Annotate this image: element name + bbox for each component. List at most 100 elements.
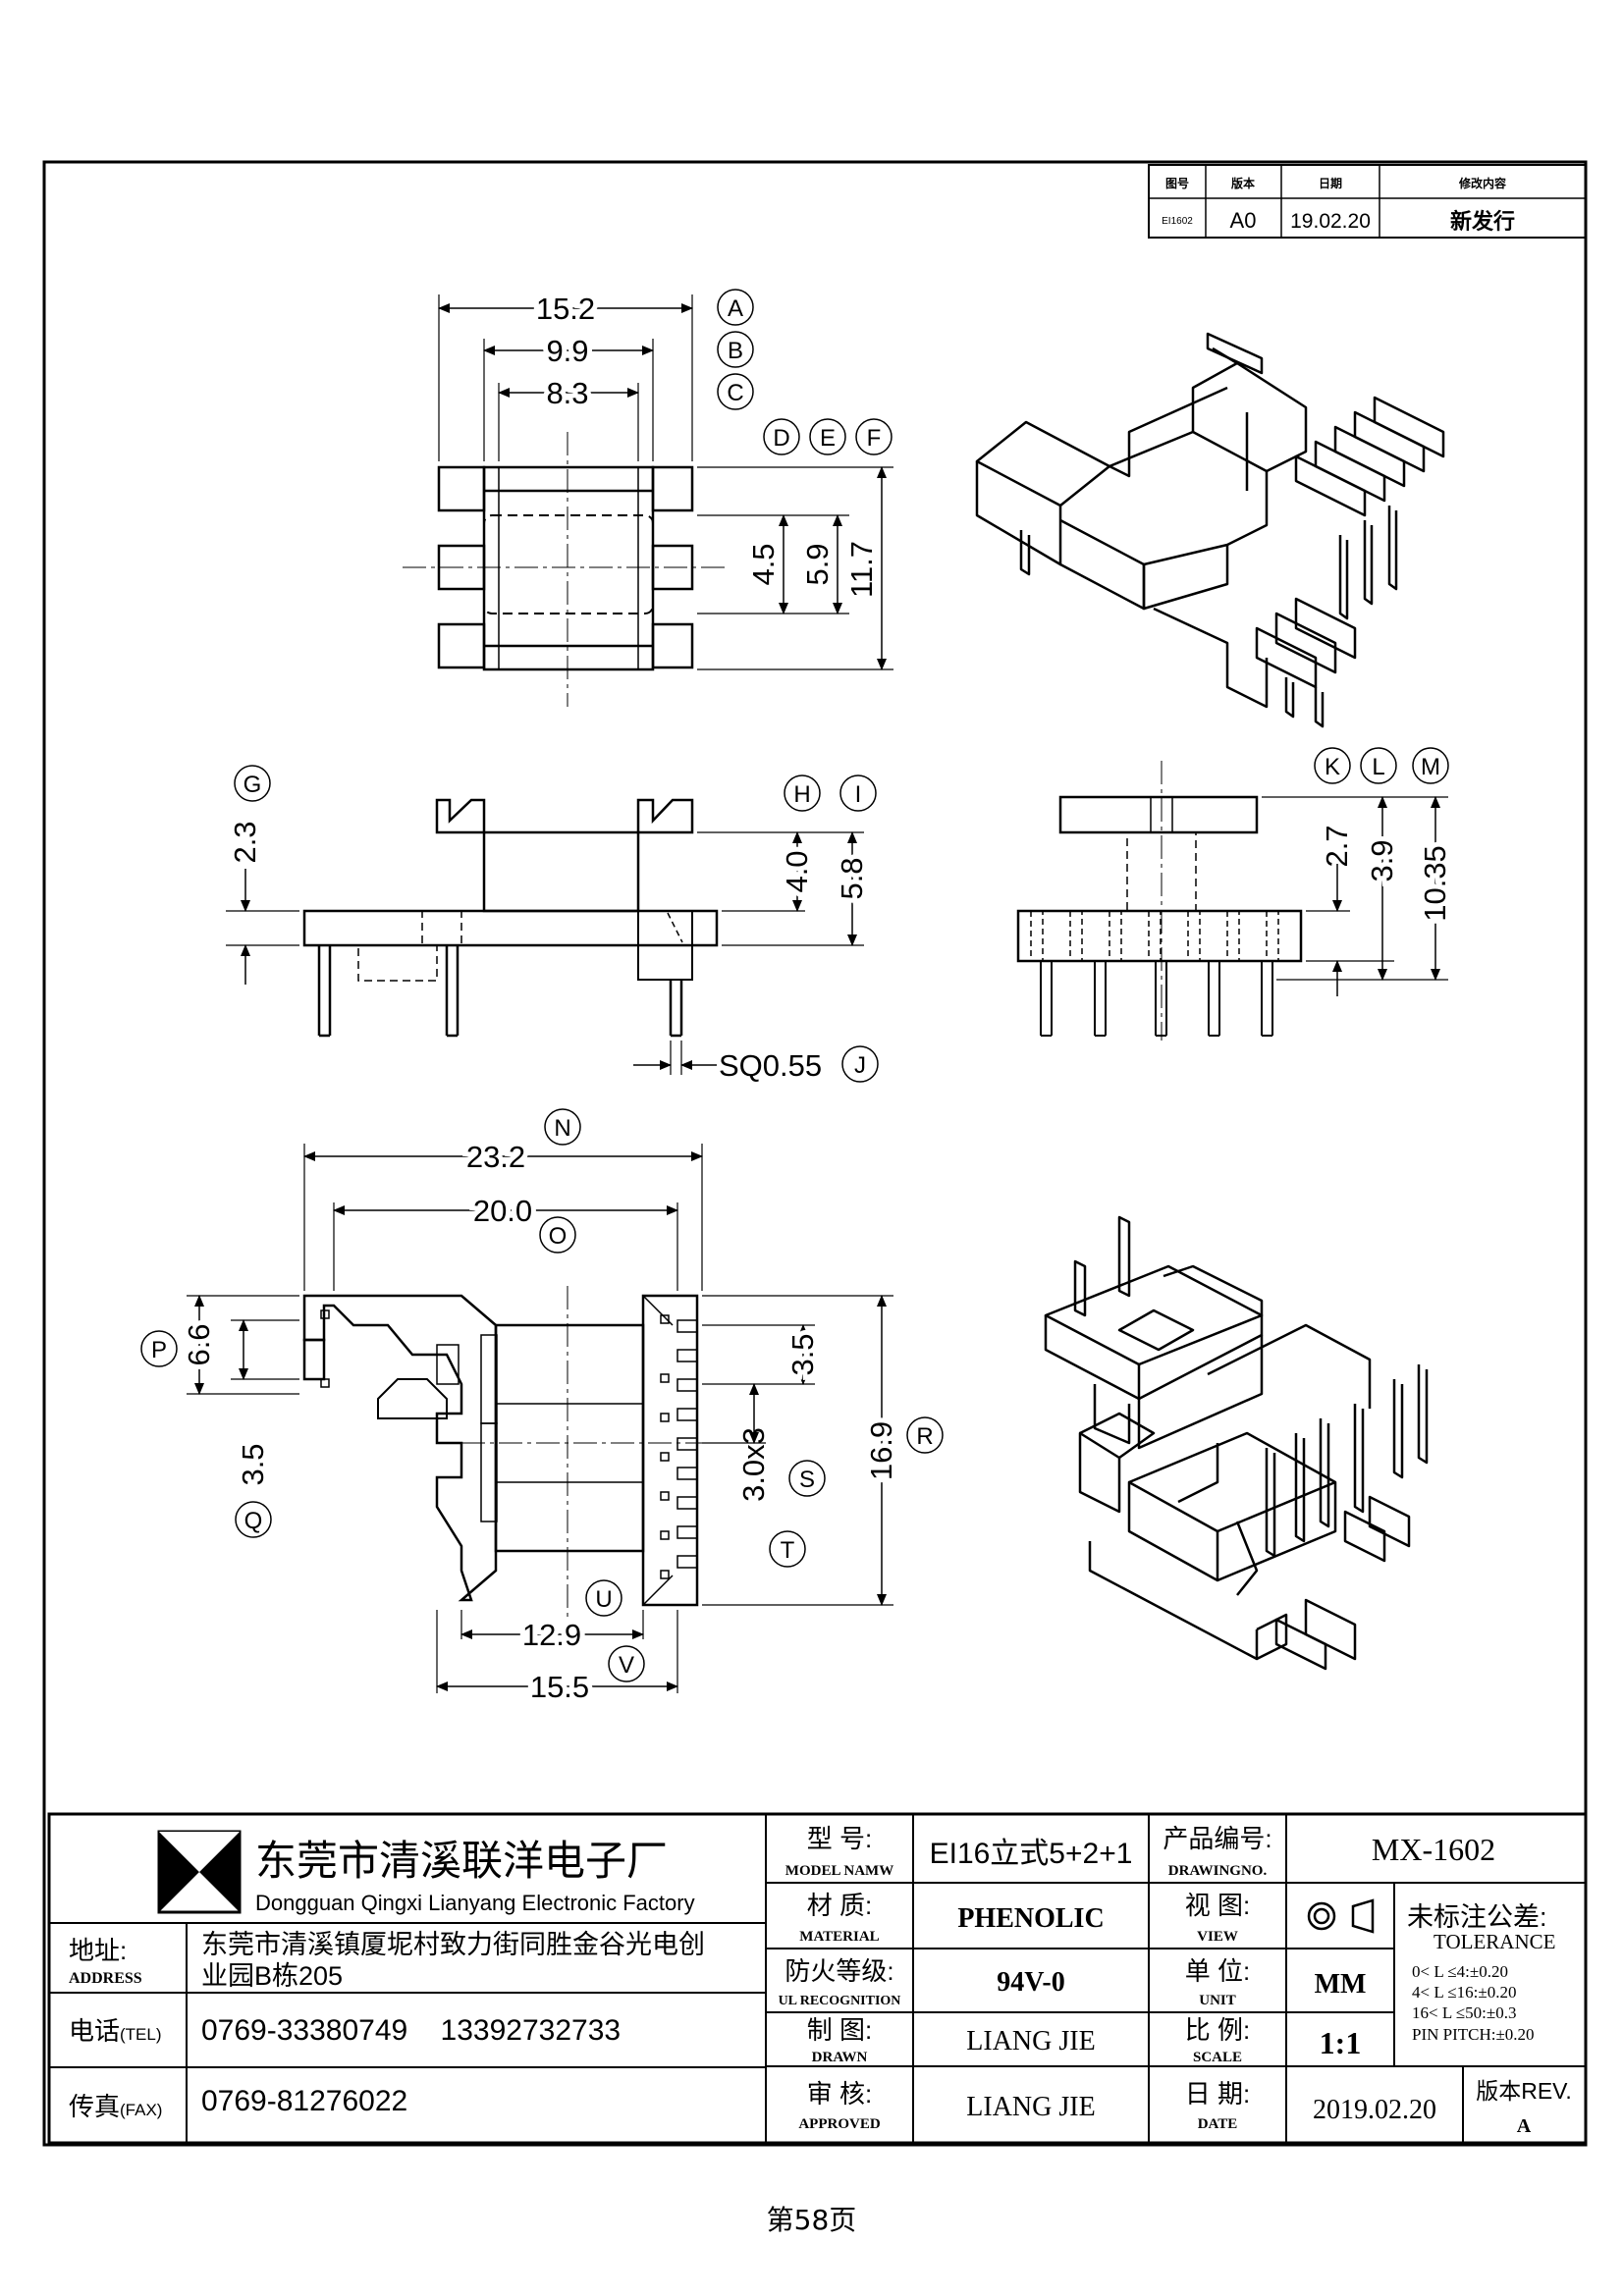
address-line-1: 东莞市清溪镇厦坭村致力街同胜金谷光电创 [201,1930,705,1959]
rev-cell-drawing-no: EI1602 [1162,216,1193,227]
marker-o: O [549,1223,568,1250]
date-label-en: DATE [1198,2116,1238,2132]
dim-12-9: 12.9 [522,1618,581,1652]
marker-t: T [781,1537,795,1564]
page-number: 第58页 [766,2204,857,2236]
marker-a: A [728,295,743,322]
dim-6-6: 6.6 [182,1323,216,1365]
date-value: 2019.02.20 [1313,2095,1436,2125]
dim-4-5: 4.5 [746,543,781,585]
side-view [1016,761,1448,1041]
title-block [47,1812,1588,2145]
rev-cell-change: 新发行 [1450,209,1515,234]
dim-3-5-right: 3.5 [785,1333,820,1375]
company-name-cn: 东莞市清溪联洋电子厂 [255,1838,668,1884]
flame-label-cn: 防火等级: [784,1956,893,1986]
model-label-cn: 型 号: [807,1824,872,1853]
dim-5-8: 5.8 [835,857,869,899]
drawn-label-cn: 制 图: [807,2015,872,2045]
company-logo [157,1830,242,1914]
address-label-cn: 地址: [69,1936,127,1965]
marker-s: S [799,1467,815,1493]
dim-10-35: 10.35 [1418,845,1452,922]
dim-9-9: 9.9 [546,334,588,368]
dim-2-7: 2.7 [1320,825,1354,867]
bottom-view [187,1144,893,1693]
dim-15-5: 15.5 [530,1670,589,1704]
top-markers [717,289,893,455]
top-view [403,294,893,707]
drawing-no-label-cn: 产品编号: [1163,1824,1271,1853]
rev-value: A [1517,2115,1532,2137]
dim-5-9: 5.9 [800,543,835,585]
dim-3-9: 3.9 [1365,839,1399,881]
isometric-view-bottom [1044,1215,1429,1671]
marker-d: D [773,425,789,452]
rev-cell-version: A0 [1230,208,1257,233]
dim-2-3: 2.3 [228,821,262,863]
approved-value: LIANG JIE [966,2092,1095,2122]
approved-label-en: APPROVED [798,2116,880,2132]
marker-n: N [554,1115,570,1142]
dim-15-2: 15.2 [536,292,595,326]
marker-j: J [854,1052,866,1079]
marker-u: U [595,1586,612,1613]
date-label-cn: 日 期: [1185,2079,1250,2109]
tolerance-title-cn: 未标注公差: [1407,1902,1547,1932]
rev-header-version: 版本 [1231,176,1255,190]
unit-label-en: UNIT [1199,1993,1236,2008]
view-label-en: VIEW [1197,1929,1238,1945]
unit-value: MM [1315,1969,1367,2000]
rev-cell-date: 19.02.20 [1290,210,1371,233]
dim-sq0-55: SQ0.55 [719,1048,822,1083]
marker-q: Q [244,1508,263,1534]
flame-value: 94V-0 [997,1967,1064,1998]
drawing-no-label-en: DRAWINGNO. [1168,1863,1268,1879]
fax-label: 传真(FAX) [69,2092,162,2121]
approved-label-cn: 审 核: [807,2079,872,2109]
marker-r: R [916,1423,933,1450]
marker-i: I [855,781,862,808]
rev-header-change: 修改内容 [1458,176,1506,190]
dim-11-7: 11.7 [844,541,879,598]
rev-label: 版本REV. [1476,2078,1572,2104]
marker-c: C [727,380,743,406]
dim-3-5-left: 3.5 [236,1443,270,1485]
tel-label: 电话(TEL) [69,2016,162,2046]
flame-label-en: UL RECOGNITION [779,1994,901,2008]
drawing-border [42,160,1588,2147]
marker-b: B [728,338,743,364]
marker-e: E [820,425,836,452]
front-markers [234,765,879,1083]
dim-3-0x3: 3.0x3 [736,1427,771,1502]
model-value: EI16立式5+2+1 [930,1838,1133,1870]
dim-20-0: 20.0 [473,1194,532,1228]
isometric-view-top [975,332,1445,728]
material-label-cn: 材 质: [807,1891,872,1920]
dim-16-9: 16.9 [864,1421,898,1480]
scale-label-cn: 比 例: [1185,2015,1250,2045]
unit-label-cn: 单 位: [1185,1956,1250,1986]
bottom-markers [140,1108,944,1682]
marker-g: G [243,772,262,798]
tolerance-line-1: 0< L ≤4:±0.20 [1412,1962,1508,1981]
marker-p: P [151,1337,167,1363]
drawing-no-value: MX-1602 [1372,1832,1495,1867]
scale-label-en: SCALE [1193,2050,1242,2065]
tolerance-line-4: PIN PITCH:±0.20 [1412,2025,1535,2044]
dim-23-2: 23.2 [466,1140,525,1174]
rev-header-date: 日期 [1319,176,1342,190]
marker-f: F [867,425,882,452]
marker-m: M [1421,754,1440,780]
tolerance-line-3: 16< L ≤50:±0.3 [1412,2003,1516,2022]
company-name-en: Dongguan Qingxi Lianyang Electronic Fact… [255,1891,695,1915]
model-label-en: MODEL NAMW [785,1863,893,1879]
view-label-cn: 视 图: [1185,1891,1250,1920]
fax-value: 0769-81276022 [201,2085,407,2117]
tolerance-title-en: TOLERANCE [1434,1930,1555,1953]
revision-table [1148,164,1587,239]
material-value: PHENOLIC [957,1903,1104,1934]
address-line-2: 业园B栋205 [201,1961,343,1991]
dim-8-3: 8.3 [546,376,588,410]
